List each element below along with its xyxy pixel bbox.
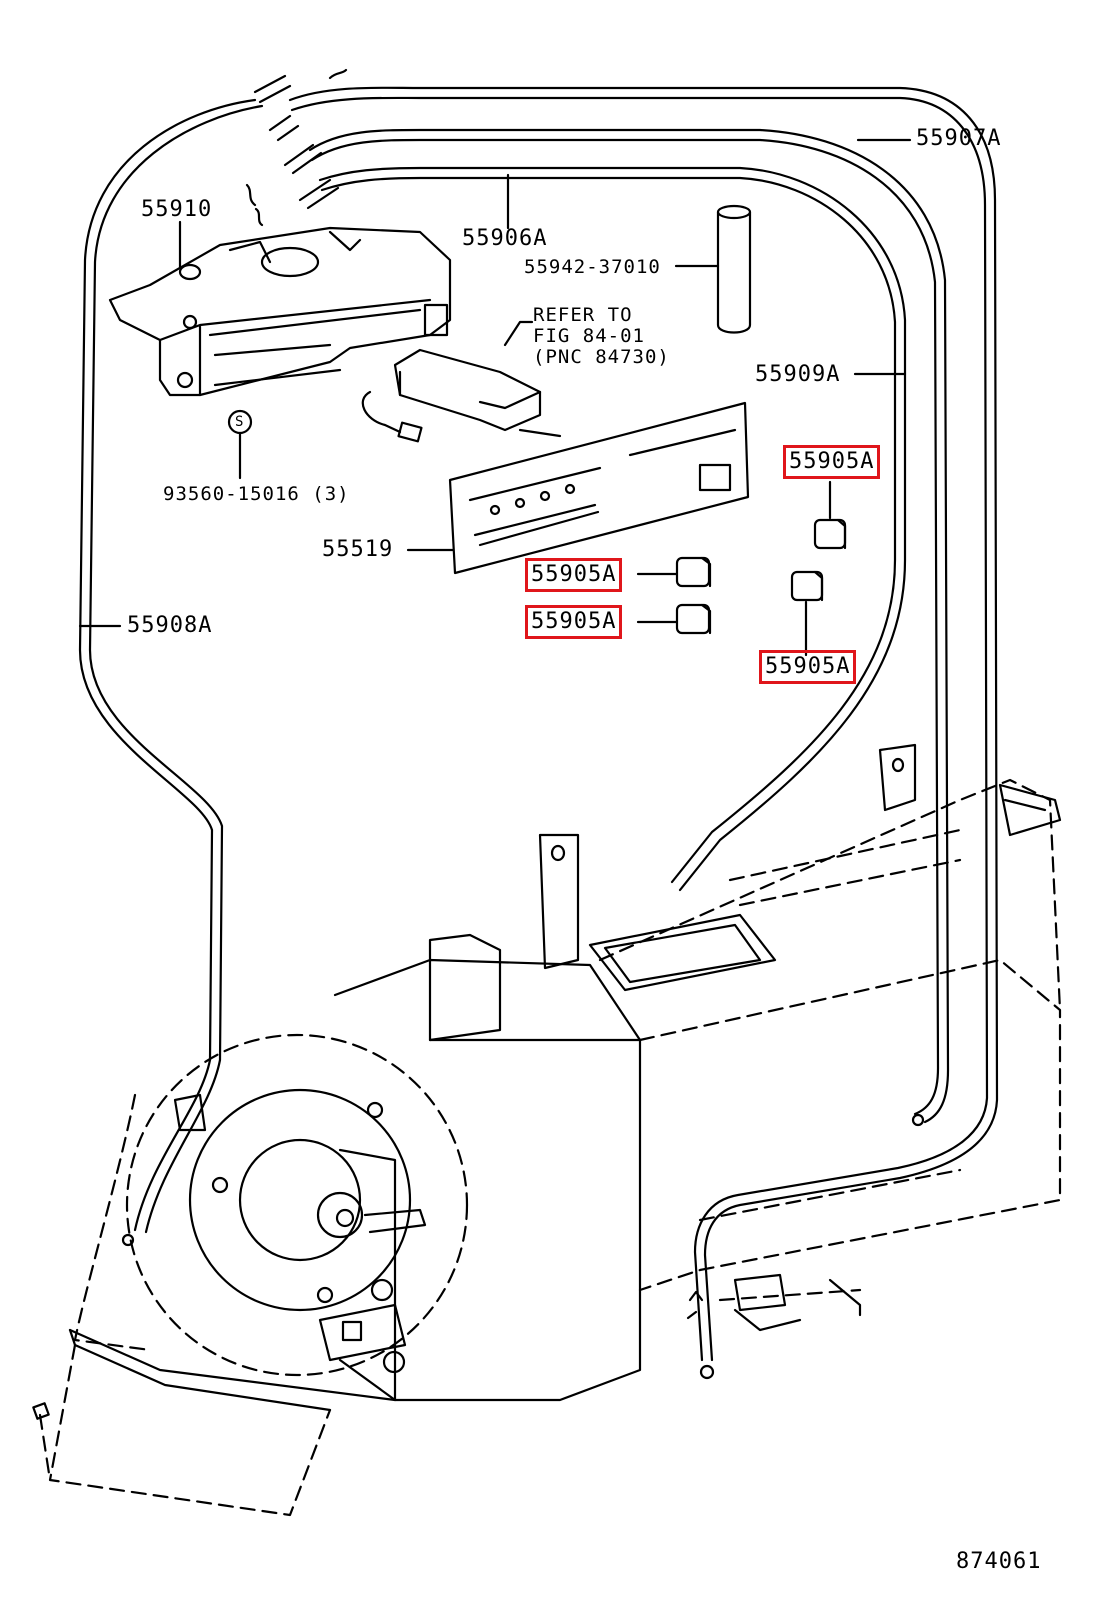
cable-end-fittings (245, 68, 348, 227)
blower-switch (361, 348, 562, 443)
knob-middle-right (790, 570, 824, 602)
label-refer-line2: FIG 84-01 (533, 325, 645, 347)
cable-55906A (308, 128, 950, 1127)
label-55905A-lower-right: 55905A (759, 650, 857, 684)
control-panel-55519 (448, 401, 750, 575)
heater-unit (32, 743, 1062, 1517)
knob-left-upper (675, 556, 712, 588)
label-55908A: 55908A (127, 613, 213, 638)
label-55519: 55519 (322, 537, 394, 562)
knob-upper-right (813, 518, 847, 550)
control-head-55910 (108, 226, 452, 397)
label-55909A: 55909A (755, 362, 841, 387)
label-55905A-upper-right: 55905A (783, 445, 881, 479)
label-screw-s: S (235, 414, 245, 430)
knob-left-lower (675, 603, 712, 635)
cable-55908A (78, 98, 264, 1247)
label-55905A-left-lower: 55905A (525, 605, 623, 639)
label-93560-15016: 93560-15016 (3) (163, 483, 350, 505)
label-refer-line3: (PNC 84730) (533, 346, 670, 368)
label-55910: 55910 (141, 197, 213, 222)
leader-refer (503, 320, 534, 347)
figure-number: 874061 (956, 1549, 1042, 1574)
label-55907A: 55907A (916, 126, 1002, 151)
label-refer-line1: REFER TO (533, 304, 633, 326)
cable-55907A (288, 86, 999, 1380)
screw-symbol (227, 409, 253, 480)
label-55906A: 55906A (462, 226, 548, 251)
label-55905A-left-upper: 55905A (525, 558, 623, 592)
cable-55909A (318, 166, 907, 892)
tube-55942 (716, 204, 752, 334)
label-55942-37010: 55942-37010 (524, 256, 661, 278)
